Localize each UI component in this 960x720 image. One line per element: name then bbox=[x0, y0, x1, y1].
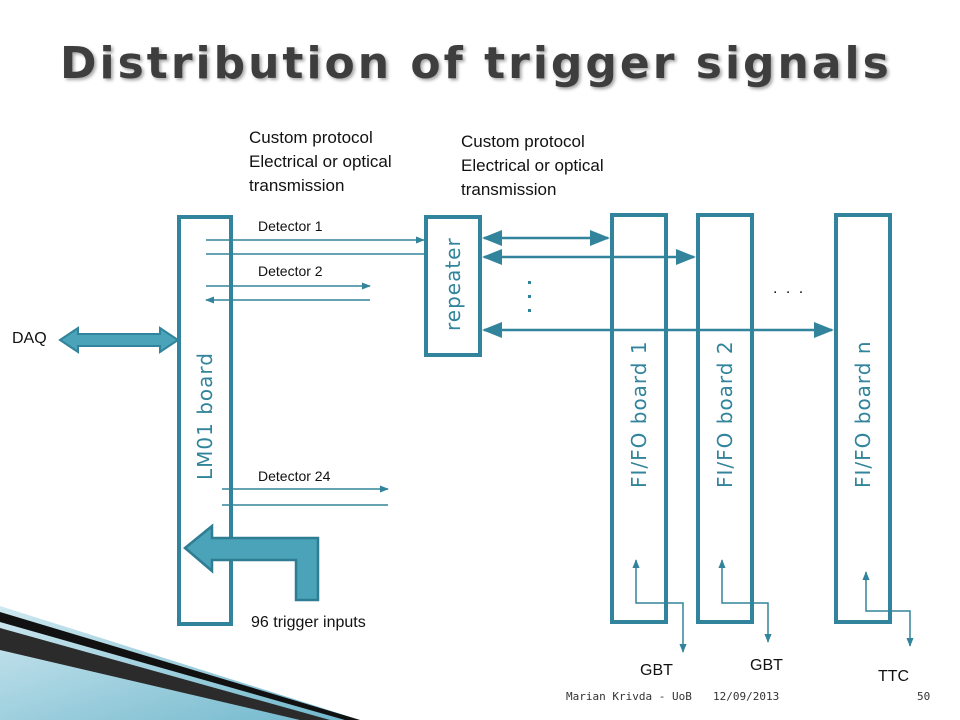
protocol-line: Electrical or optical bbox=[461, 156, 604, 175]
protocol-note-right: Custom protocol Electrical or optical tr… bbox=[461, 130, 604, 202]
protocol-line: Custom protocol bbox=[249, 128, 373, 147]
fifo-board-1-label: FI/FO board 1 bbox=[627, 340, 651, 488]
fifo-board-1-box bbox=[610, 213, 668, 624]
lm01-board-label: LM01 board bbox=[193, 352, 217, 480]
detector-1-label: Detector 1 bbox=[258, 218, 323, 234]
vertical-ellipsis bbox=[528, 281, 531, 312]
footer-author: Marian Krivda - UoB bbox=[566, 690, 692, 703]
daq-label: DAQ bbox=[12, 330, 47, 347]
footer-page-number: 50 bbox=[917, 690, 931, 703]
protocol-line: transmission bbox=[461, 180, 557, 199]
trigger-inputs-label: 96 trigger inputs bbox=[251, 614, 366, 631]
detector-2-label: Detector 2 bbox=[258, 263, 323, 279]
horizontal-ellipsis: . . . bbox=[773, 280, 806, 297]
gbt-label-1: GBT bbox=[640, 662, 673, 679]
ttc-link bbox=[862, 571, 914, 647]
gbt-link-2 bbox=[718, 559, 772, 643]
gbt-link-1 bbox=[632, 559, 687, 653]
detector-24-label: Detector 24 bbox=[258, 468, 331, 484]
protocol-line: Electrical or optical bbox=[249, 152, 392, 171]
protocol-line: Custom protocol bbox=[461, 132, 585, 151]
repeater-label: repeater bbox=[441, 237, 465, 331]
fifo-board-n-label: FI/FO board n bbox=[851, 340, 875, 488]
gbt-label-2: GBT bbox=[750, 657, 783, 674]
footer-date: 12/09/2013 bbox=[713, 690, 780, 703]
decorative-swoosh bbox=[0, 606, 360, 720]
trigger-inputs-arrow bbox=[183, 523, 320, 602]
daq-arrow bbox=[58, 326, 180, 354]
fifo-board-2-label: FI/FO board 2 bbox=[713, 340, 737, 488]
repeater-box bbox=[424, 215, 482, 357]
ttc-label: TTC bbox=[878, 668, 910, 685]
protocol-note-left: Custom protocol Electrical or optical tr… bbox=[249, 126, 392, 198]
slide-title: Distribution of trigger signals bbox=[60, 38, 892, 89]
protocol-line: transmission bbox=[249, 176, 345, 195]
